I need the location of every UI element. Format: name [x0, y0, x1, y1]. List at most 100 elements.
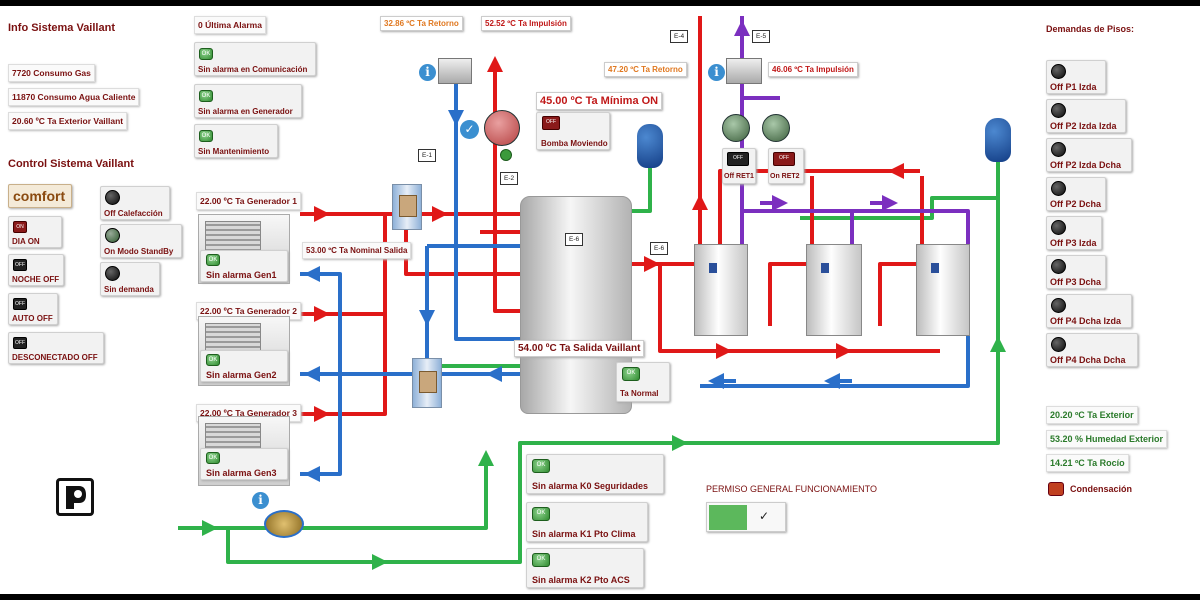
info-icon[interactable]: i: [419, 64, 436, 81]
generator1-led: OK: [206, 254, 220, 266]
tank-temp-status: OK Ta Normal: [616, 362, 670, 402]
supply-temp-right: 46.06 ºC Ta Impulsión: [768, 62, 858, 77]
permission-title: PERMISO GENERAL FUNCIONAMIENTO: [706, 484, 878, 494]
generator-led: OK: [199, 90, 213, 102]
scada-screen: Info Sistema Vaillant 7720 Consumo Gas 1…: [0, 6, 1200, 594]
condensation-indicator: [1048, 482, 1064, 496]
floor-led: [1051, 298, 1066, 313]
floor-led: [1051, 103, 1066, 118]
return1-status[interactable]: OFF Off RET1: [722, 148, 756, 184]
sensor-e4: E-4: [670, 30, 689, 43]
k1-climate-alarm: OK Sin alarma K1 Pto Clima: [526, 502, 648, 542]
exterior-temp: 20.20 ºC Ta Exterior: [1046, 406, 1138, 424]
communication-led: OK: [199, 48, 213, 60]
auto-switch-indicator: OFF: [13, 298, 27, 310]
floor-led: [1051, 64, 1066, 79]
boiler-3[interactable]: [916, 244, 970, 336]
water-meter: [264, 510, 304, 538]
return1-indicator: OFF: [727, 152, 749, 166]
boiler-1[interactable]: [694, 244, 748, 336]
mixing-valve-bottom[interactable]: [412, 358, 442, 408]
check-icon[interactable]: ✓: [460, 120, 479, 139]
toggle-on-state: [709, 505, 747, 530]
return2-status[interactable]: OFF On RET2: [768, 148, 804, 184]
info-icon[interactable]: i: [252, 492, 269, 509]
floor-demand-p4-dcha-izda[interactable]: Off P4 Dcha Izda: [1046, 294, 1132, 328]
maintenance-alarm: OK Sin Mantenimiento: [194, 124, 278, 158]
return-pump-2[interactable]: [762, 114, 790, 142]
tank-status-led: OK: [622, 367, 640, 381]
sensor-e6-tank: E-6: [565, 233, 584, 246]
floor-led: [1051, 142, 1066, 157]
dew-point: 14.21 ºC Ta Rocío: [1046, 454, 1129, 472]
vaillant-logo: [56, 478, 94, 516]
floor-demand-p2-izda-dcha[interactable]: Off P2 Izda Dcha: [1046, 138, 1132, 172]
vaillant-logo-icon: [66, 486, 86, 509]
nominal-output-temp: 53.00 ºC Ta Nominal Salida: [302, 242, 412, 259]
demand-status: Sin demanda: [100, 262, 160, 296]
day-switch[interactable]: ON DIA ON: [8, 216, 62, 248]
dhw-tank[interactable]: E-6: [520, 196, 632, 414]
generator2-status: OK Sin alarma Gen2: [200, 350, 288, 382]
floors-title: Demandas de Pisos:: [1046, 24, 1135, 34]
vaillant-exterior-temp: 20.60 ºC Ta Exterior Vaillant: [8, 112, 128, 130]
disconnected-switch-indicator: OFF: [13, 337, 27, 349]
vaillant-output-temp: 54.00 ºC Ta Salida Vaillant: [514, 340, 645, 357]
control-title: Control Sistema Vaillant: [8, 158, 134, 170]
condensation-label: Condensación: [1070, 484, 1133, 494]
standby-led: [105, 228, 120, 243]
floor-led: [1051, 259, 1066, 274]
heating-status: Off Calefacción: [100, 186, 170, 220]
expansion-vessel-2: [985, 118, 1011, 162]
comfort-mode-display[interactable]: comfort: [8, 184, 72, 208]
maintenance-led: OK: [199, 130, 213, 142]
communication-alarm: OK Sin alarma en Comunicación: [194, 42, 316, 76]
floor-demand-p3-izda[interactable]: Off P3 Izda: [1046, 216, 1102, 250]
info-title: Info Sistema Vaillant: [8, 22, 115, 34]
auto-switch[interactable]: OFF AUTO OFF: [8, 293, 58, 325]
disconnected-switch[interactable]: OFF DESCONECTADO OFF: [8, 332, 104, 364]
pump-status-indicator: OFF: [542, 116, 560, 130]
night-switch[interactable]: OFF NOCHE OFF: [8, 254, 64, 286]
pump-ok-led: [500, 149, 512, 161]
sensor-e5: E-5: [752, 30, 771, 43]
generator-alarm: OK Sin alarma en Generador: [194, 84, 302, 118]
night-switch-indicator: OFF: [13, 259, 27, 271]
floor-demand-p1-izda[interactable]: Off P1 Izda: [1046, 60, 1106, 94]
k2-dhw-alarm: OK Sin alarma K2 Pto ACS: [526, 548, 644, 588]
floor-demand-p2-dcha[interactable]: Off P2 Dcha: [1046, 177, 1106, 211]
info-icon[interactable]: i: [708, 64, 725, 81]
sensor-e1: E-1: [418, 149, 437, 162]
flow-meter-left: [438, 58, 472, 84]
return-pump-1[interactable]: [722, 114, 750, 142]
generator3-status: OK Sin alarma Gen3: [200, 448, 288, 480]
generator1-status: OK Sin alarma Gen1: [200, 250, 288, 282]
mixing-valve-top[interactable]: [392, 184, 422, 230]
circulation-pump[interactable]: [484, 110, 520, 146]
floor-led: [1051, 337, 1066, 352]
gas-consumption: 7720 Consumo Gas: [8, 64, 95, 82]
floor-led: [1051, 220, 1066, 235]
permission-toggle[interactable]: ✓: [706, 502, 786, 532]
floor-demand-p3-dcha[interactable]: Off P3 Dcha: [1046, 255, 1106, 289]
k2-led: OK: [532, 553, 550, 567]
return-temp-right: 47.20 ºC Ta Retorno: [604, 62, 687, 77]
floor-demand-p2-izda-izda[interactable]: Off P2 Izda Izda: [1046, 99, 1126, 133]
hot-water-consumption: 11870 Consumo Agua Caliente: [8, 88, 140, 106]
return-temp-left: 32.86 ºC Ta Retorno: [380, 16, 463, 31]
floor-led: [1051, 181, 1066, 196]
pump-status[interactable]: OFF Bomba Moviendo: [536, 112, 610, 150]
min-on-temp: 45.00 ºC Ta Mínima ON: [536, 92, 663, 110]
boiler-2[interactable]: [806, 244, 862, 336]
expansion-vessel-1: [637, 124, 663, 168]
check-icon: ✓: [759, 509, 770, 523]
floor-demand-p4-dcha-dcha[interactable]: Off P4 Dcha Dcha: [1046, 333, 1138, 367]
standby-status: On Modo StandBy: [100, 224, 182, 258]
k1-led: OK: [532, 507, 550, 521]
heating-led: [105, 190, 120, 205]
flow-meter-right: [726, 58, 762, 84]
generator1-temp: 22.00 ºC Ta Generador 1: [196, 192, 301, 210]
supply-temp-left: 52.52 ºC Ta Impulsión: [481, 16, 571, 31]
k0-led: OK: [532, 459, 550, 473]
sensor-e6-outlet: E-6: [650, 242, 669, 255]
